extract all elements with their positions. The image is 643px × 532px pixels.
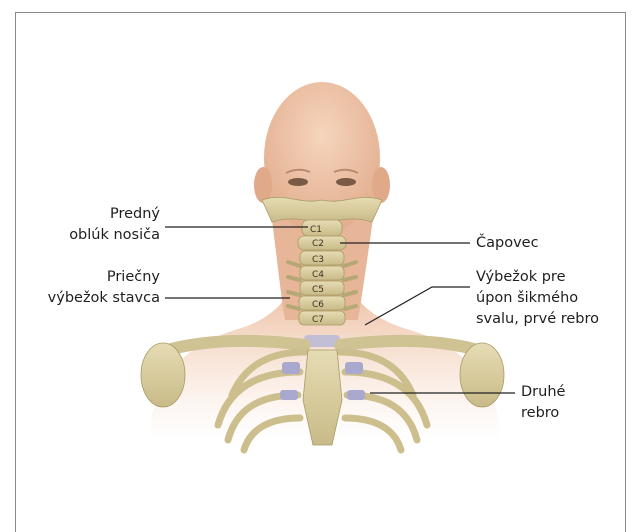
- label-second-rib-line1: Druhé: [521, 382, 565, 403]
- label-transverse-process-line2: výbežok stavca: [20, 288, 160, 309]
- skull-base-bone: [262, 197, 382, 222]
- right-ear: [372, 167, 390, 203]
- label-scalene-tubercle-line1: Výbežok pre: [476, 267, 599, 288]
- label-spinous-process: Čapovec: [476, 233, 539, 254]
- vertebra-label-c3: C3: [312, 255, 324, 265]
- vertebra-label-c6: C6: [312, 300, 324, 310]
- left-ear: [254, 167, 272, 203]
- label-second-rib: Druhé rebro: [521, 382, 565, 424]
- label-scalene-tubercle-line3: svalu, prvé rebro: [476, 309, 599, 330]
- label-anterior-arch: Predný oblúk nosiča: [40, 204, 160, 246]
- vertebra-label-c7: C7: [312, 315, 324, 325]
- label-transverse-process-line1: Priečny: [20, 267, 160, 288]
- vertebra-label-c4: C4: [312, 270, 324, 280]
- vertebra-label-c1: C1: [310, 225, 322, 235]
- label-transverse-process: Priečny výbežok stavca: [20, 267, 160, 309]
- right-shoulder-bone: [460, 343, 504, 407]
- label-scalene-tubercle-line2: úpon šikmého: [476, 288, 599, 309]
- label-scalene-tubercle: Výbežok pre úpon šikmého svalu, prvé reb…: [476, 267, 599, 330]
- label-second-rib-line2: rebro: [521, 403, 565, 424]
- label-anterior-arch-line2: oblúk nosiča: [40, 225, 160, 246]
- vertebra-label-c5: C5: [312, 285, 324, 295]
- right-eye-icon: [336, 178, 356, 186]
- left-shoulder-bone: [141, 343, 185, 407]
- left-eye-icon: [288, 178, 308, 186]
- vertebra-label-c2: C2: [312, 239, 324, 249]
- label-anterior-arch-line1: Predný: [40, 204, 160, 225]
